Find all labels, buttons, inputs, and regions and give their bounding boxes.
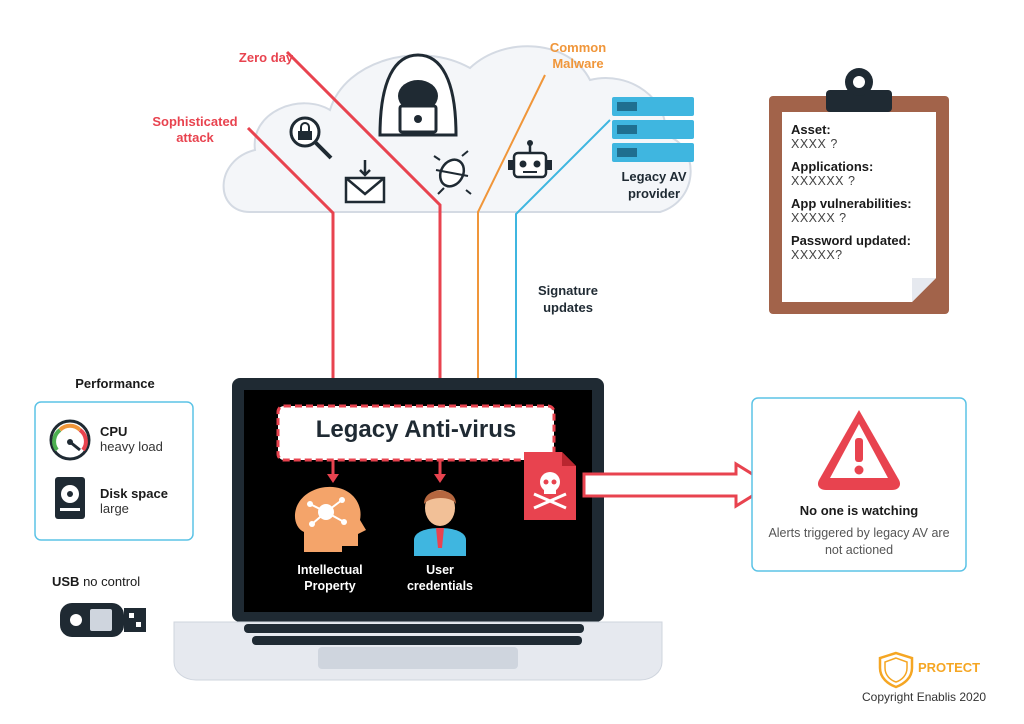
clipboard xyxy=(769,68,949,314)
keyboard xyxy=(244,624,584,645)
zero-day-label: Zero day xyxy=(238,50,294,65)
signature-line xyxy=(515,119,611,382)
legacy-av-provider-label: Legacy AV provider xyxy=(621,169,687,201)
disk-value: large xyxy=(100,501,129,516)
password-updated-label: Password updated: xyxy=(791,233,911,248)
asset-label: Asset: xyxy=(791,122,831,137)
skull-document-icon xyxy=(524,452,576,520)
hacker-icon xyxy=(378,53,458,137)
common-malware-label: Common Malware xyxy=(549,40,607,71)
brain-network-icon xyxy=(294,486,366,552)
applications-label: Applications: xyxy=(791,159,874,174)
server-stack-icon xyxy=(612,97,694,162)
shield-icon xyxy=(878,651,914,689)
app-vulnerabilities-label: App vulnerabilities: xyxy=(791,196,912,211)
touchpad xyxy=(318,647,518,669)
warning-icon xyxy=(817,410,901,490)
disk-icon xyxy=(55,477,85,519)
alert-title: No one is watching xyxy=(799,503,919,518)
cpu-label: CPU xyxy=(100,424,128,439)
alert-description: Alerts triggered by legacy AV are not ac… xyxy=(768,526,950,557)
password-updated-value: XXXXX? xyxy=(791,248,843,262)
sophisticated-attack-label: Sophisticated attack xyxy=(152,114,238,145)
legacy-av-box xyxy=(276,404,556,462)
usb-label: USB xyxy=(52,574,80,589)
sophisticated-attack-line xyxy=(246,126,335,405)
signature-updates-label: Signature updates xyxy=(538,283,598,315)
protect-badge: PROTECT xyxy=(918,660,981,675)
zero-day-line xyxy=(285,50,442,405)
app-vulnerabilities-value: XXXXX ? xyxy=(791,211,847,225)
applications-value: XXXXXX ? xyxy=(791,174,856,188)
envelope-icon xyxy=(344,160,386,204)
copyright-text: Copyright Enablis 2020 xyxy=(862,690,987,704)
user-icon xyxy=(414,490,466,556)
usb-value: no control xyxy=(83,574,141,589)
common-malware-line xyxy=(477,74,546,390)
usb-caption: USB no control xyxy=(52,574,140,589)
usb-icon xyxy=(60,603,146,637)
intellectual-property-label: Intellectual Property xyxy=(297,563,363,593)
gauge-icon xyxy=(49,419,91,461)
cpu-info: CPU heavy load xyxy=(100,424,190,454)
disk-label: Disk space xyxy=(100,486,168,501)
bug-icon xyxy=(433,150,472,195)
performance-box xyxy=(34,401,194,541)
legacy-av-label: Legacy Anti-virus xyxy=(315,416,517,443)
clipboard-content: Asset: XXXX ? Applications: XXXXXX ? App… xyxy=(791,122,933,270)
robot-icon xyxy=(508,140,552,179)
disk-info: Disk space large xyxy=(100,486,190,516)
magnifier-lock-icon xyxy=(289,116,333,160)
alert-arrow xyxy=(582,461,773,509)
cpu-value: heavy load xyxy=(100,439,163,454)
performance-title: Performance xyxy=(75,376,155,391)
user-credentials-label: User credentials xyxy=(406,563,473,593)
asset-value: XXXX ? xyxy=(791,137,838,151)
